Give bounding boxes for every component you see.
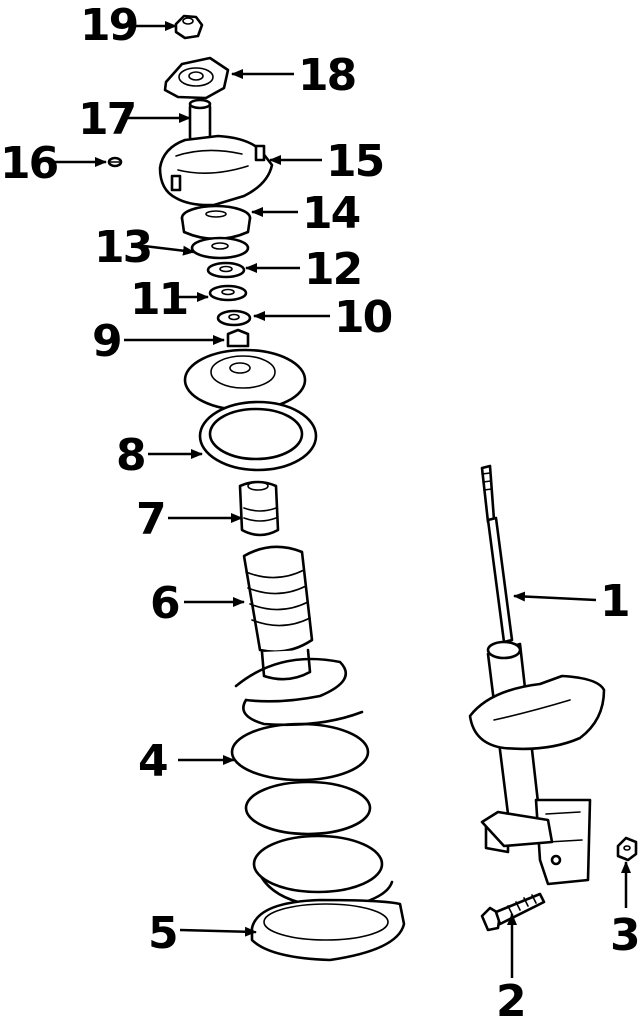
- callout-4: 4: [138, 736, 167, 787]
- part-7-bump-stop: [238, 480, 280, 537]
- callout-17: 17: [78, 94, 135, 145]
- part-1-strut: [468, 464, 606, 886]
- callout-14: 14: [302, 188, 360, 239]
- callout-19: 19: [80, 0, 137, 51]
- part-16-screw: [107, 156, 123, 168]
- part-strut-mount: [158, 134, 274, 207]
- callout-6: 6: [150, 578, 179, 629]
- callout-10: 10: [334, 292, 392, 343]
- part-8-insulator: [198, 400, 318, 472]
- callout-16: 16: [0, 138, 58, 189]
- part-4-coil-spring: [230, 657, 394, 910]
- part-12-washer: [206, 261, 246, 279]
- callout-7: 7: [136, 494, 165, 545]
- callout-13: 13: [94, 222, 151, 273]
- part-11-washer: [208, 284, 248, 302]
- part-3-nut: [616, 836, 638, 862]
- callout-9: 9: [92, 316, 121, 367]
- part-19-nut: [174, 14, 204, 40]
- callout-leaders: [52, 21, 631, 978]
- callout-15: 15: [326, 136, 383, 187]
- callout-18: 18: [298, 50, 355, 101]
- part-17-sleeve: [188, 98, 212, 142]
- part-14-seat: [180, 204, 252, 241]
- callout-11: 11: [130, 274, 187, 325]
- callout-12: 12: [304, 244, 361, 295]
- part-13-spacer: [190, 236, 250, 260]
- callout-3: 3: [610, 910, 639, 961]
- callout-2: 2: [496, 976, 525, 1019]
- callout-5: 5: [148, 908, 177, 959]
- callout-1: 1: [600, 576, 629, 627]
- part-18-mount-plate: [163, 56, 230, 100]
- part-9-spring-seat: [183, 328, 307, 412]
- part-6-dust-boot: [242, 545, 314, 681]
- part-10-washer: [216, 309, 252, 327]
- part-5-lower-seat: [250, 898, 406, 962]
- callout-8: 8: [116, 430, 145, 481]
